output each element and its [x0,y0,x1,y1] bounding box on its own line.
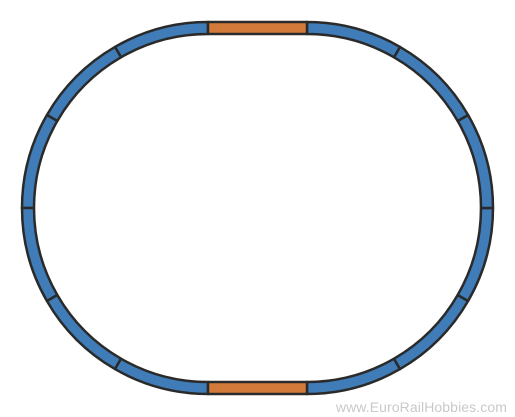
curved-track-piece [20,113,59,210]
curved-track-piece [113,20,210,59]
curved-track-piece [113,357,210,396]
watermark-text: www.EuroRailHobbies.com [335,399,507,415]
curved-track-piece [20,206,59,303]
curved-track-piece [45,45,123,123]
straight-track-piece-bottom [206,380,309,396]
curved-track-piece [392,293,470,371]
curved-track-piece [456,113,495,210]
curved-track-piece [456,206,495,303]
curved-track-piece [45,293,123,371]
curved-track-piece [305,357,402,396]
curved-track-piece [305,20,402,59]
straight-track-piece-top [206,20,309,36]
curved-track-piece [392,45,470,123]
